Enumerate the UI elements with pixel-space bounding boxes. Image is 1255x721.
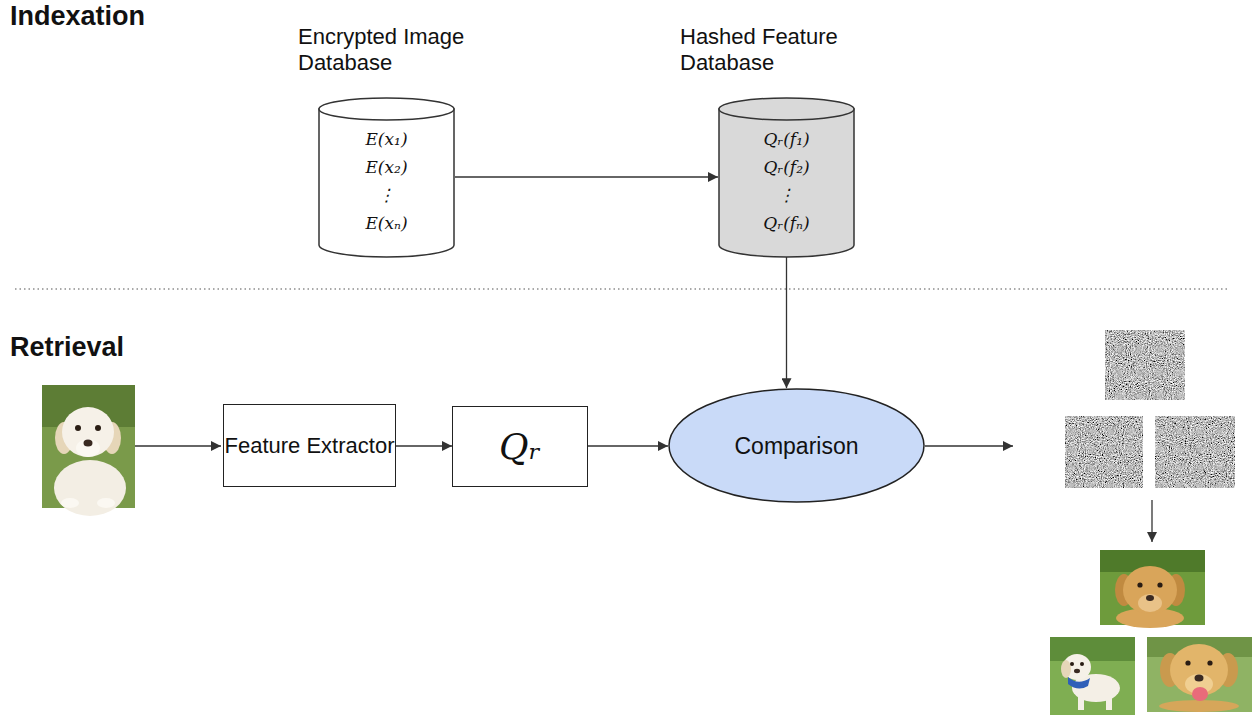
drawing-part <box>1050 637 1135 661</box>
database-entry: ⋮ <box>365 181 407 209</box>
database-entry: E(x₁) <box>365 125 407 153</box>
drawing-part <box>1105 330 1185 400</box>
drawing-part <box>1147 637 1252 712</box>
database-entry: ⋮ <box>763 181 809 209</box>
drawing-part <box>1106 696 1112 710</box>
process-label: Qᵣ <box>499 426 541 468</box>
drawing-part <box>75 425 81 431</box>
cylinder-side <box>719 109 854 257</box>
decrypt-arrow <box>1151 500 1152 542</box>
drawing-part <box>54 460 126 516</box>
database-entry: Qᵣ(f₁) <box>763 125 809 153</box>
flow-arrow <box>786 257 787 388</box>
drawing-part <box>76 439 100 457</box>
entry-list: E(x₁)E(x₂)⋮E(xₙ) <box>365 125 407 237</box>
drawing-part <box>1195 675 1204 682</box>
result-image <box>1100 550 1205 628</box>
database-entry: E(xₙ) <box>365 209 407 237</box>
database-cylinder: Encrypted Image DatabaseE(x₁)E(x₂)⋮E(xₙ) <box>298 24 466 76</box>
drawing-part <box>61 498 79 508</box>
drawing-part <box>1074 669 1080 673</box>
cylinder-cap <box>319 98 454 120</box>
database-entry: Qᵣ(f₂) <box>763 153 809 181</box>
drawing-part <box>97 498 115 508</box>
flow-arrow <box>455 176 718 177</box>
drawing-part <box>1068 677 1090 689</box>
cylinder-body: E(x₁)E(x₂)⋮E(xₙ) <box>318 97 455 257</box>
drawing-part <box>1123 566 1177 614</box>
result-image <box>1050 637 1135 715</box>
section-heading: Indexation <box>10 0 145 32</box>
ellipse-shape <box>669 389 924 502</box>
entry-list: Qᵣ(f₁)Qᵣ(f₂)⋮Qᵣ(fₙ) <box>763 125 809 237</box>
query-image <box>42 385 135 516</box>
input-arrow <box>135 445 221 446</box>
process-label: Feature Extractor <box>225 433 395 459</box>
drawing-part <box>1137 582 1142 587</box>
process-box: Feature Extractor <box>223 404 396 487</box>
ellipse-label: Comparison <box>735 432 859 460</box>
drawing-part <box>1146 595 1154 601</box>
drawing-part <box>1065 416 1143 488</box>
drawing-part <box>1050 637 1135 715</box>
drawing-part <box>1207 660 1212 665</box>
drawing-part <box>1061 660 1071 678</box>
cylinder-side <box>319 109 454 257</box>
drawing-part <box>62 407 114 457</box>
database-label: Encrypted Image Database <box>298 24 466 76</box>
drawing-part <box>1159 700 1239 712</box>
result-image <box>1147 637 1252 712</box>
database-cylinder: Hashed Feature DatabaseQᵣ(f₁)Qᵣ(f₂)⋮Qᵣ(f… <box>680 24 875 76</box>
cylinder-cap <box>719 98 854 120</box>
encrypted-results <box>1065 330 1235 488</box>
section-heading: Retrieval <box>10 331 124 363</box>
drawing-part <box>84 440 93 447</box>
drawing-part <box>1080 662 1084 666</box>
drawing-part <box>1157 582 1162 587</box>
drawing-part <box>1100 550 1205 625</box>
database-entry: E(x₂) <box>365 153 407 181</box>
flow-arrow <box>396 445 452 446</box>
flow-arrow <box>588 445 668 446</box>
cylinder-body: Qᵣ(f₁)Qᵣ(f₂)⋮Qᵣ(fₙ) <box>718 97 855 257</box>
drawing-part <box>95 425 101 431</box>
comparison-ellipse: Comparison <box>668 388 925 503</box>
drawing-part <box>1078 696 1084 710</box>
database-entry: Qᵣ(fₙ) <box>763 209 809 237</box>
process-box: Qᵣ <box>452 406 588 487</box>
drawing-part <box>1070 662 1074 666</box>
database-label: Hashed Feature Database <box>680 24 875 76</box>
section-divider <box>15 288 1228 289</box>
drawing-part <box>1138 594 1162 612</box>
drawing-part <box>1192 687 1208 701</box>
drawing-part <box>1155 416 1235 488</box>
drawing-part <box>1185 660 1190 665</box>
output-arrow <box>925 445 1013 446</box>
